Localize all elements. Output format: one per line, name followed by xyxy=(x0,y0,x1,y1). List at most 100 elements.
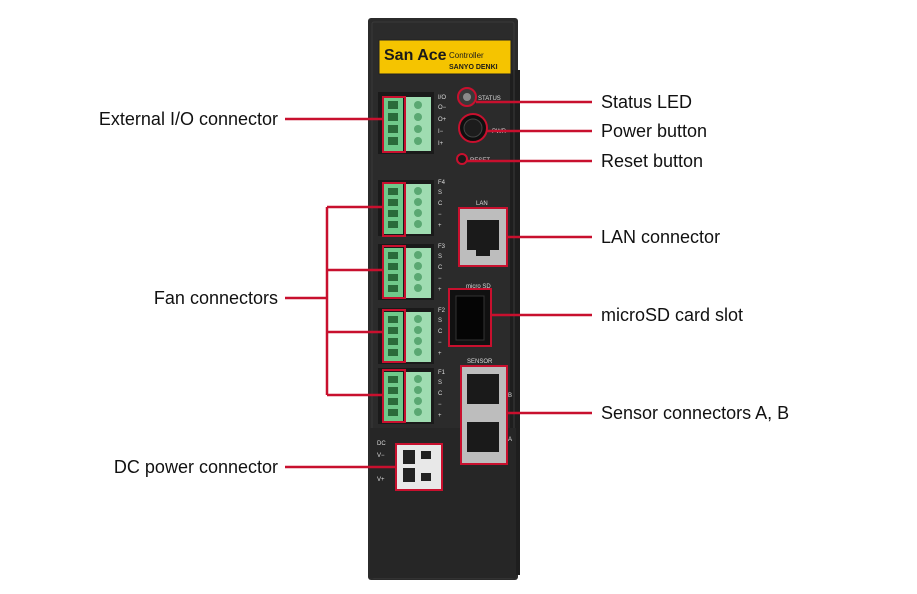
lan-port-label: LAN xyxy=(476,201,488,207)
fan-pin-label: − xyxy=(438,212,442,218)
fan-slot xyxy=(388,285,398,292)
fan-connectors-callout: Fan connectors xyxy=(153,288,278,308)
fan-pin-label: − xyxy=(438,402,442,408)
fan-slot xyxy=(388,263,398,270)
fan-screw xyxy=(414,198,422,206)
fan-screw xyxy=(414,251,422,259)
io-pin-label: O− xyxy=(438,105,447,111)
fan-screw xyxy=(414,375,422,383)
microsd-highlight-box xyxy=(448,288,492,347)
fan-screw xyxy=(414,220,422,228)
io-pin-label: I+ xyxy=(438,141,444,147)
reset-button[interactable] xyxy=(456,153,468,165)
io-screw-3 xyxy=(414,125,422,133)
dc-pin-label: V− xyxy=(377,453,385,459)
fan-screw xyxy=(414,397,422,405)
fan-slot xyxy=(388,252,398,259)
sensor-port-b xyxy=(467,374,499,404)
brand-name: San Ace xyxy=(384,47,447,64)
device-side-edge xyxy=(510,70,520,575)
fan-pin-label: S xyxy=(438,318,442,324)
fan-pin-label: C xyxy=(438,391,443,397)
fan-screw xyxy=(414,262,422,270)
sensor-pin-label: A xyxy=(508,437,512,443)
fan-pin-label: C xyxy=(438,329,443,335)
leader-lines xyxy=(285,100,592,469)
io-slot-3 xyxy=(388,125,398,133)
dc-power-terminal xyxy=(397,445,441,489)
dc-terminal-slot xyxy=(403,468,415,482)
fan-header-label: F1 xyxy=(438,370,446,376)
fan-highlight-box xyxy=(382,309,406,363)
fan-slot xyxy=(388,398,398,405)
io-screw-2 xyxy=(414,113,422,121)
fan-slot xyxy=(388,387,398,394)
dc-power-callout: DC power connector xyxy=(113,457,278,477)
lan-port-latch xyxy=(476,250,490,256)
sensor-pin-label: B xyxy=(508,393,512,399)
fan-pin-label: C xyxy=(438,201,443,207)
fan-slot xyxy=(388,188,398,195)
microsd-callout: microSD card slot xyxy=(601,305,744,325)
lan-callout: LAN connector xyxy=(601,227,721,247)
power-button-callout: Power button xyxy=(601,121,708,141)
fan-slot xyxy=(388,327,398,334)
sensor-callout: Sensor connectors A, B xyxy=(601,403,790,423)
lan-port-socket xyxy=(467,220,499,250)
fan-pin-label: + xyxy=(438,223,442,229)
external-io-callout: External I/O connector xyxy=(98,109,278,129)
fan-pin-label: − xyxy=(438,276,442,282)
fan-screw xyxy=(414,209,422,217)
dc-pin-label: V+ xyxy=(377,477,385,483)
fan-slot xyxy=(388,210,398,217)
status-led-label: STATUS xyxy=(478,96,501,102)
brand-plate xyxy=(378,39,512,75)
fan-screw xyxy=(414,315,422,323)
fan-pin-label: − xyxy=(438,340,442,346)
fan-pin-label: S xyxy=(438,380,442,386)
fan-pin-label: C xyxy=(438,265,443,271)
microsd-slot-label: micro SD xyxy=(466,284,491,290)
fan-screw xyxy=(414,348,422,356)
fan-screw xyxy=(414,386,422,394)
io-pin-label: O+ xyxy=(438,117,447,123)
fan-screw xyxy=(414,187,422,195)
fan-slot xyxy=(388,409,398,416)
io-screw-4 xyxy=(414,137,422,145)
fan-pin-label: S xyxy=(438,254,442,260)
reset-button-callout: Reset button xyxy=(601,151,704,171)
fan-highlight-box xyxy=(382,182,406,237)
fan-slot xyxy=(388,349,398,356)
sensor-highlight-box xyxy=(460,365,508,465)
dc-terminal-release xyxy=(421,473,431,481)
fan-header-label: F3 xyxy=(438,244,446,250)
product-name: Controller xyxy=(449,51,484,60)
fan-screw xyxy=(414,337,422,345)
fan-slot xyxy=(388,338,398,345)
io-slot-4 xyxy=(388,137,398,145)
io-slot-2 xyxy=(388,113,398,121)
fan-screw xyxy=(414,284,422,292)
fan-pin-label: + xyxy=(438,351,442,357)
fan-pin-label: + xyxy=(438,287,442,293)
fan-slot xyxy=(388,274,398,281)
fan-screw xyxy=(414,326,422,334)
io-pin-label: I− xyxy=(438,129,444,135)
fan-pin-label: S xyxy=(438,190,442,196)
dc-header-label: DC xyxy=(377,441,386,447)
dc-terminal-slot xyxy=(403,450,415,464)
sensor-label: SENSOR xyxy=(467,359,493,365)
io-screw-1 xyxy=(414,101,422,109)
maker-name: SANYO DENKI xyxy=(449,64,498,71)
fan-slot xyxy=(388,376,398,383)
io-highlight-box xyxy=(382,96,406,153)
power-button-cap[interactable] xyxy=(463,118,483,138)
io-header-label: I/O xyxy=(438,95,446,101)
io-slot-1 xyxy=(388,101,398,109)
status-led-lens xyxy=(463,93,471,101)
controller-device: San Ace Controller SANYO DENKI I/O O− O+… xyxy=(368,18,520,580)
microsd-slot-opening xyxy=(455,295,485,341)
fan-pin-label: + xyxy=(438,413,442,419)
fan-highlight-box xyxy=(382,245,406,299)
